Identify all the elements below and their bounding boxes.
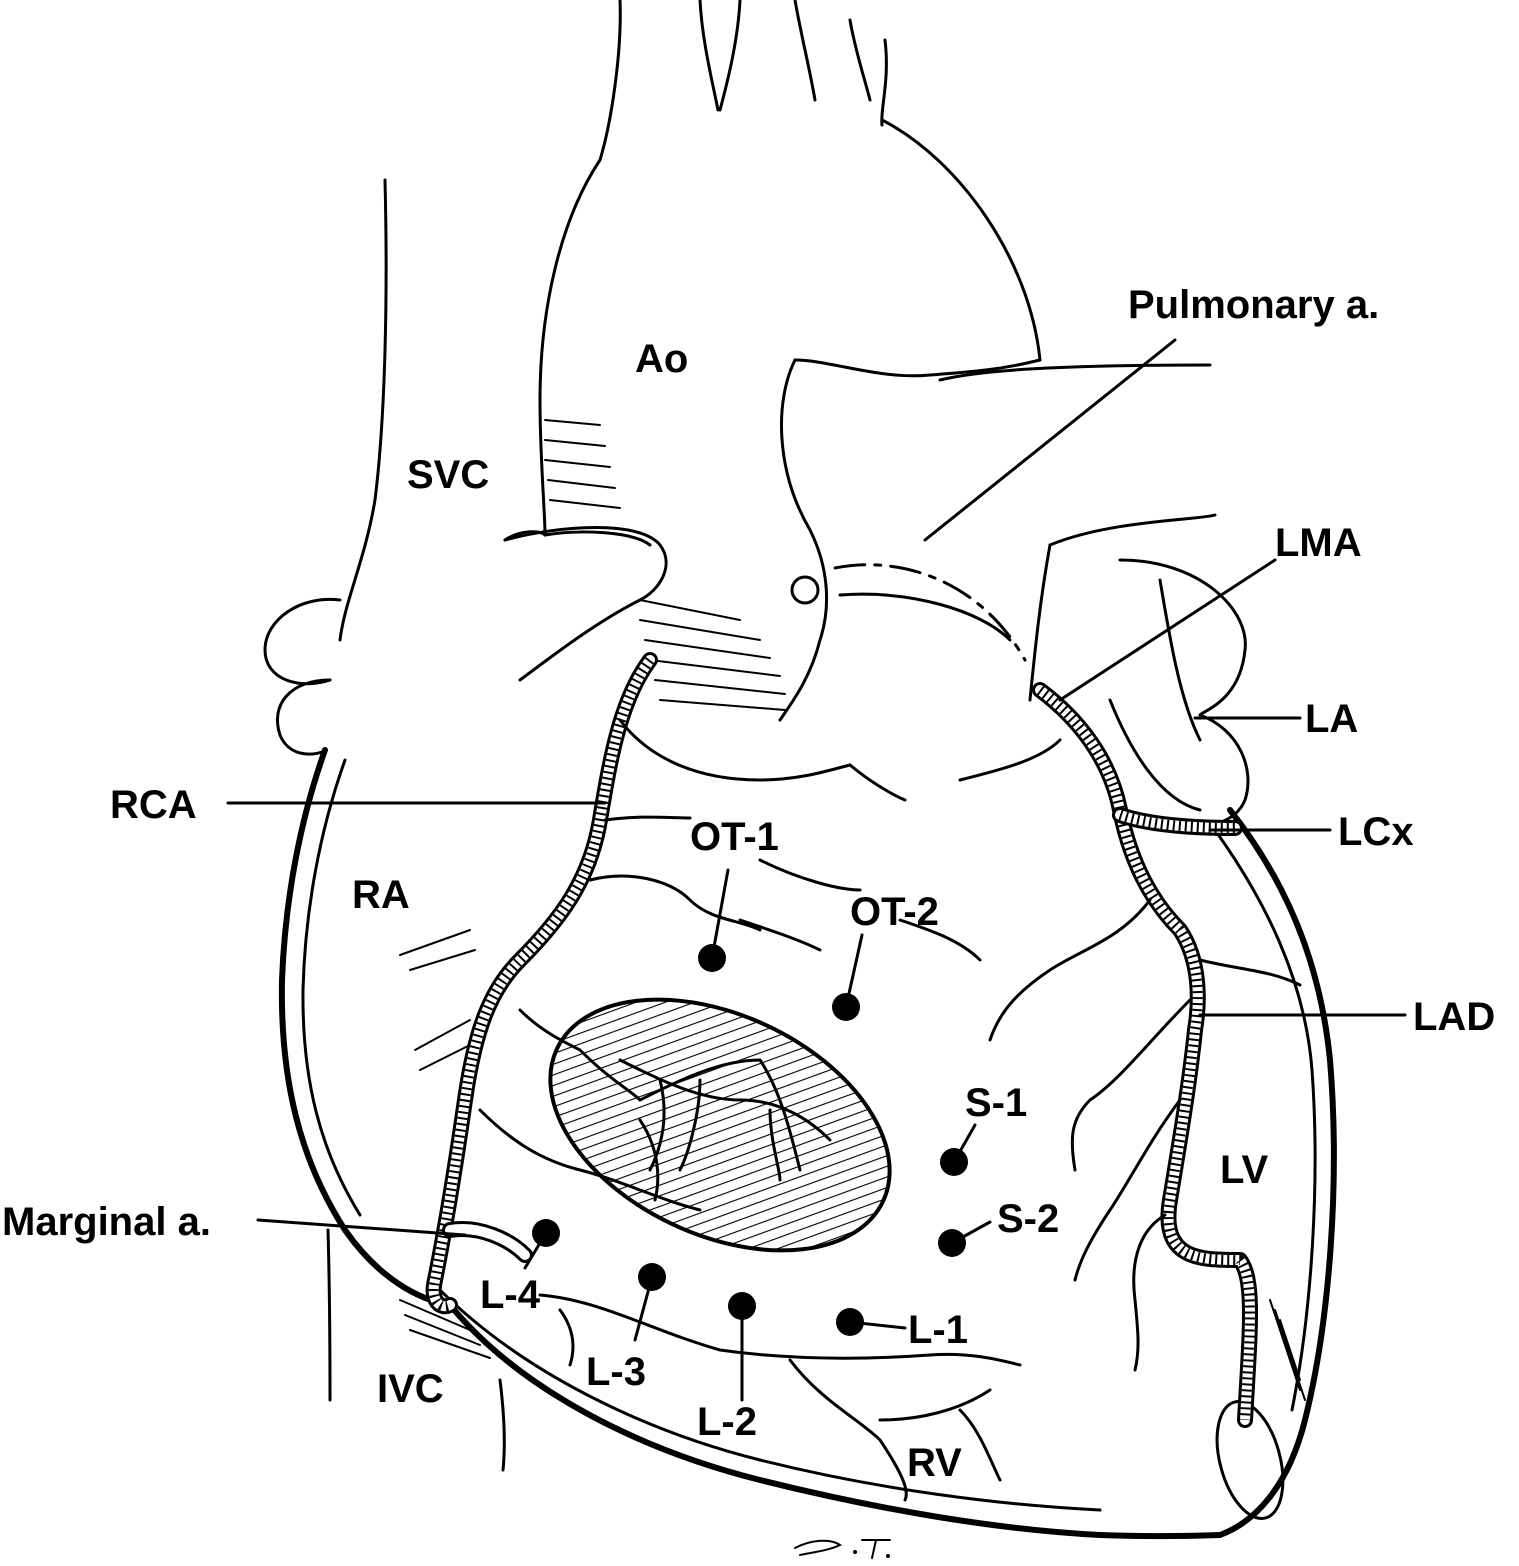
svc-left-wall — [338, 178, 388, 642]
la-appendage-outer — [1118, 558, 1247, 717]
inferior-border — [438, 1288, 1223, 1540]
site-leader-l4 — [523, 1231, 548, 1270]
artist-signature — [794, 1539, 891, 1559]
branch-vessel — [793, 0, 817, 102]
la-left-edge — [1028, 543, 1052, 702]
vessel-over-infarct — [618, 1058, 832, 1142]
la-inner-fold — [1158, 578, 1202, 742]
ivc-left — [326, 1228, 332, 1402]
label-ot2: OT-2 — [850, 890, 939, 934]
aortic-arch-left-wall — [598, 0, 622, 162]
site-leader-s2 — [950, 1220, 992, 1245]
ra-appendage-upper — [263, 597, 342, 686]
lma-leader — [1058, 558, 1277, 702]
label-rv: RV — [907, 1441, 962, 1485]
label-la: LA — [1305, 697, 1358, 741]
site-leader-s1 — [952, 1123, 977, 1164]
ra-outer-border — [278, 747, 453, 1308]
label-pulmonary: Pulmonary a. — [1128, 283, 1379, 327]
la-appendage-lower — [1178, 713, 1250, 829]
marginal-leader — [256, 1218, 467, 1237]
apex-shading — [1269, 1299, 1306, 1401]
vessel-over-infarct — [768, 1108, 782, 1182]
branch-vessel — [880, 38, 888, 127]
vessel-over-infarct — [648, 1078, 666, 1172]
hatched-ellipse — [548, 997, 892, 1253]
label-marginal: Marginal a. — [2, 1200, 211, 1244]
label-lcx: LCx — [1338, 810, 1414, 854]
inferior-border-outer — [447, 1302, 1223, 1540]
ra-shading — [399, 929, 491, 1359]
leader-lines — [226, 338, 1407, 1237]
la-fold — [1108, 698, 1202, 812]
lv-inner-border — [1213, 828, 1317, 1412]
svc-ra — [263, 178, 668, 1472]
label-l2: L-2 — [697, 1400, 757, 1444]
label-lma: LMA — [1275, 521, 1362, 565]
pulmonary-artery-branch — [938, 363, 1212, 382]
label-l3: L-3 — [586, 1350, 646, 1394]
inferior-border-inner — [438, 1288, 1102, 1512]
marginal-vessel — [442, 1221, 533, 1263]
infarct-region — [548, 997, 892, 1253]
rca-vessel — [425, 652, 658, 1315]
left-heart — [1028, 513, 1337, 1538]
site-leader-l1 — [848, 1320, 907, 1330]
label-l4: L-4 — [480, 1273, 541, 1317]
aortic-arch-right-wall — [880, 118, 1042, 362]
site-leader-l3 — [633, 1275, 654, 1342]
label-s2: S-2 — [997, 1197, 1059, 1241]
ra-svc-flap — [503, 526, 668, 682]
pulmonary-root-dashed — [833, 563, 1027, 662]
lad-vessel — [1032, 682, 1258, 1428]
label-lv: LV — [1220, 1148, 1268, 1192]
label-l1: L-1 — [908, 1308, 968, 1352]
ra-inner-border — [301, 758, 362, 1217]
ra-appendage-lower — [275, 678, 332, 756]
pulmonary-root — [838, 592, 1012, 642]
apex-loop — [1215, 1400, 1285, 1520]
labels: Pulmonary a. Ao SVC LMA LA RCA OT-1 LCx … — [2, 283, 1495, 1485]
recording-sites — [523, 868, 992, 1402]
la-top — [1048, 513, 1217, 547]
label-s1: S-1 — [965, 1081, 1027, 1125]
site-leader-ot1 — [710, 868, 730, 960]
branch-vessel — [698, 0, 720, 112]
branch-vessel — [848, 18, 872, 102]
label-ra: RA — [352, 873, 410, 917]
great-vessels — [538, 0, 1212, 722]
aorta-shading — [544, 419, 786, 711]
label-ot1: OT-1 — [690, 815, 779, 859]
aorta-base — [543, 530, 652, 547]
coronary-ostium — [790, 575, 820, 605]
pulmonary-trunk-top — [793, 358, 1042, 378]
lcx-vessel — [1112, 807, 1243, 836]
label-lad: LAD — [1413, 995, 1495, 1039]
pulmonary-leader — [923, 338, 1177, 542]
label-ao: Ao — [635, 337, 688, 381]
label-svc: SVC — [407, 453, 489, 497]
label-rca: RCA — [110, 783, 197, 827]
branch-vessel — [718, 0, 742, 112]
site-leader-ot2 — [844, 933, 864, 1009]
aorta-left-wall — [538, 158, 602, 537]
label-ivc: IVC — [377, 1367, 444, 1411]
ivc-right — [498, 1378, 506, 1472]
aorta-right-wall — [778, 358, 828, 722]
